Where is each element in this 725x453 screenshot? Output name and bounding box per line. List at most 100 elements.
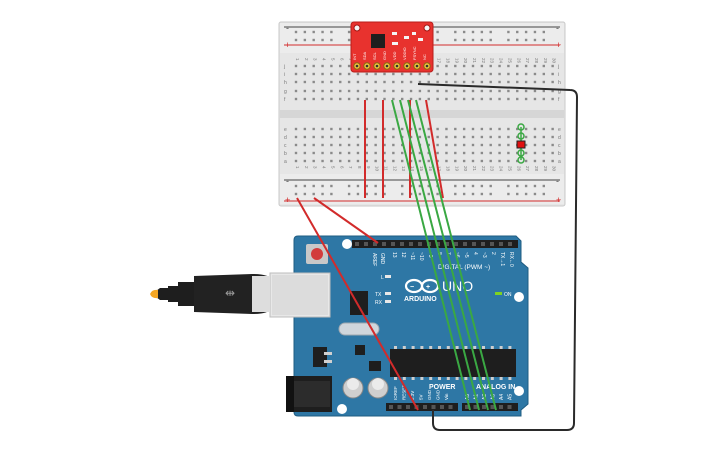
wire-green-4[interactable] [415, 99, 497, 411]
column-label: 8 [357, 166, 362, 169]
row-label: h [284, 80, 287, 86]
row-label: c [558, 143, 561, 149]
atmega-chip [390, 349, 516, 377]
column-label: 18 [445, 166, 450, 172]
power-pin-label: 3.3V [410, 391, 415, 400]
power-pin-label: GND [436, 389, 441, 400]
row-label: b [284, 151, 287, 157]
column-label: 10 [375, 166, 380, 172]
digital-header[interactable] [352, 240, 518, 248]
column-label: 24 [499, 58, 504, 64]
row-label: h [558, 80, 561, 86]
analog-header[interactable] [462, 403, 518, 411]
column-label: 15 [419, 166, 424, 172]
column-label: 24 [499, 166, 504, 172]
breadboard-holes[interactable] [294, 30, 554, 196]
column-label: 28 [534, 166, 539, 172]
wire-red-5v[interactable] [296, 197, 419, 411]
digital-pin-label: TX→1 [499, 252, 505, 266]
barrel-jack-icon [286, 376, 332, 412]
column-label: 3 [313, 166, 318, 169]
digital-pin-label: ~5 [463, 252, 469, 258]
column-label: 25 [507, 58, 512, 64]
wire-red-4[interactable] [425, 99, 444, 199]
power-pin-label: 5V [419, 394, 424, 400]
small-component[interactable] [516, 123, 526, 164]
row-label: a [284, 159, 287, 165]
rail-plus-label-bl: + [285, 195, 290, 205]
column-label: 19 [454, 58, 459, 64]
column-label: 4 [322, 166, 327, 169]
analog-pin-label: A5 [508, 394, 514, 400]
digital-pin-label: ~3 [481, 252, 487, 258]
row-label: d [284, 135, 287, 141]
column-label: 5 [330, 58, 335, 61]
column-label: 20 [463, 58, 468, 64]
wire-green-1[interactable] [391, 99, 471, 411]
row-label: f [558, 97, 560, 103]
rail-plus-label-tr: + [556, 40, 561, 50]
column-label: 30 [552, 58, 557, 64]
column-label: 17 [437, 58, 442, 64]
column-label: 9 [366, 166, 371, 169]
column-label: 11 [384, 166, 389, 171]
svg-text:+: + [426, 284, 430, 291]
column-label: 22 [481, 58, 486, 64]
row-label: i [284, 72, 285, 78]
digital-pin-label: 13 [391, 252, 397, 258]
row-label: g [284, 89, 287, 95]
sensor-pin-label: GND [382, 51, 387, 60]
analog-label: ANALOG IN [476, 384, 515, 391]
column-label: 14 [410, 166, 415, 172]
column-label: 3 [313, 58, 318, 61]
column-label: 23 [490, 166, 495, 172]
column-label: 19 [454, 166, 459, 172]
reset-button-icon[interactable] [306, 244, 328, 264]
column-label: 20 [463, 166, 468, 172]
wire-red-gnd[interactable] [313, 197, 379, 244]
on-label: ON [504, 292, 512, 298]
sensor-pin-label: FSYNC [412, 46, 417, 60]
power-pin-label: GND [427, 389, 432, 400]
row-label: j [557, 64, 559, 70]
column-label: 7 [348, 166, 353, 169]
column-label: 1 [295, 58, 300, 61]
column-label: 30 [552, 166, 557, 172]
aref-label: AREF [371, 253, 377, 266]
sensor-pin-label: SCL [372, 51, 377, 60]
power-label: POWER [429, 384, 455, 391]
sensor-pin-label: VDD [392, 51, 397, 60]
wire-green-3[interactable] [407, 99, 489, 411]
row-label: e [558, 127, 561, 133]
rx-label: RX [375, 300, 383, 306]
rail-plus-label-br: + [556, 195, 561, 205]
column-label: 6 [339, 58, 344, 61]
brand-label: ARDUINO [404, 296, 437, 303]
row-label: f [284, 97, 286, 103]
usb-cable-icon[interactable]: ⇹ [150, 274, 270, 314]
column-label: 27 [525, 58, 530, 64]
wire-green-2[interactable] [399, 99, 480, 411]
power-header[interactable] [386, 403, 458, 411]
sensor-pin-label: SDA [362, 51, 367, 60]
rail-minus-label-br: - [556, 176, 559, 186]
digital-pin-label: 12 [400, 252, 406, 258]
digital-pin-label: RX←0 [508, 252, 514, 267]
column-label: 4 [322, 58, 327, 61]
digital-pin-label: ~10 [418, 252, 424, 261]
rail-plus-label-tl: + [285, 40, 290, 50]
column-label: 28 [534, 58, 539, 64]
column-label: 26 [516, 166, 521, 172]
column-label: 16 [428, 166, 433, 172]
column-label: 13 [401, 166, 406, 172]
row-label: d [558, 135, 561, 141]
wire-black[interactable] [417, 83, 579, 431]
wires[interactable] [296, 83, 579, 431]
sensor-pin-label: INT [352, 53, 357, 60]
column-label: 5 [330, 166, 335, 169]
